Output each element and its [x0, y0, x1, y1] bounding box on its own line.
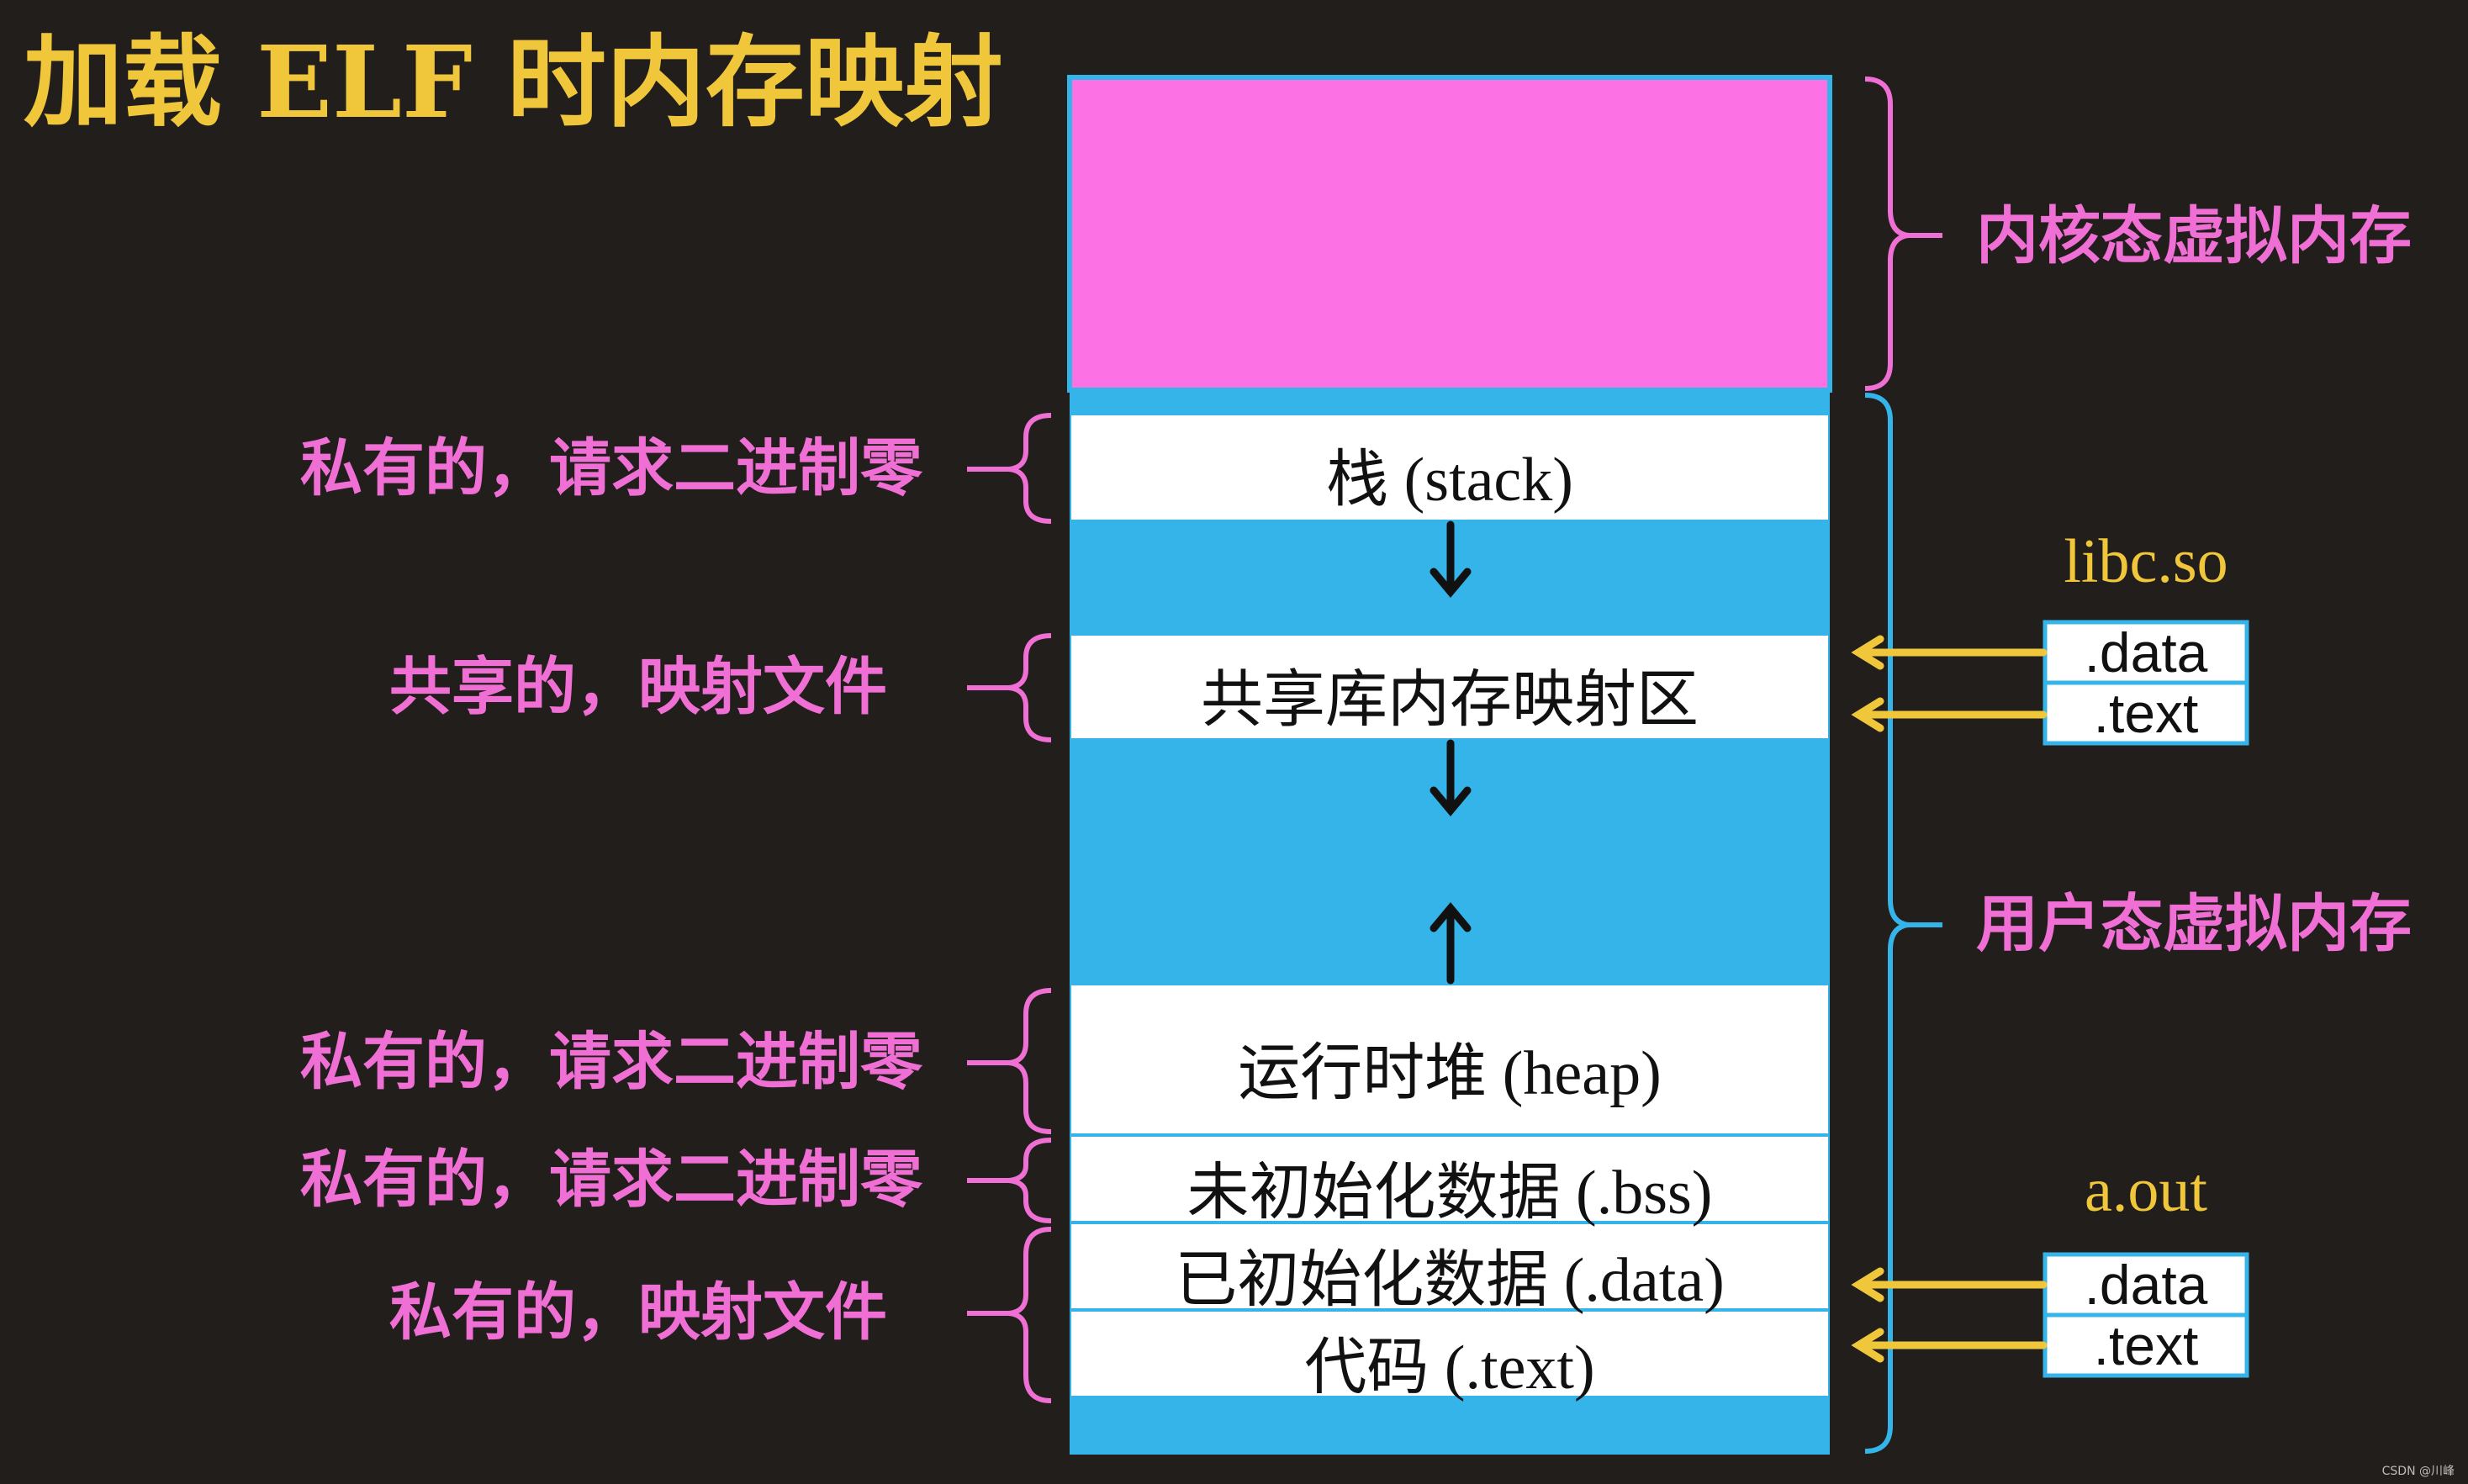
stack-brace — [967, 413, 1052, 524]
kernel-brace — [1864, 77, 1942, 391]
aout-text-label: .text — [2093, 1314, 2199, 1376]
data-text-brace — [967, 1227, 1052, 1403]
text-segment-label: 代码 (.text) — [1304, 1333, 1595, 1402]
shared-lib-segment-label: 共享库内存映射区 — [1201, 666, 1699, 735]
shared-growth-arrow — [1430, 739, 1472, 817]
stack-segment-label: 栈 (stack) — [1326, 446, 1573, 515]
stack-growth-arrow — [1430, 520, 1472, 599]
libc-data-arrow — [1851, 635, 2048, 670]
aout-label: a.out — [2085, 1156, 2207, 1225]
bss-mapping-label: 私有的，请求二进制零 — [300, 1143, 922, 1216]
bss-segment-label: 未初始化数据 (.bss) — [1186, 1159, 1713, 1228]
stack-segment — [1071, 415, 1828, 520]
heap-mapping-label: 私有的，请求二进制零 — [300, 1026, 922, 1098]
user-memory-label: 用户态虚拟内存 — [1976, 888, 2412, 960]
aout-data-label: .data — [2084, 1254, 2208, 1316]
heap-segment — [1071, 985, 1828, 1133]
aout-text-box — [2043, 1312, 2249, 1378]
libc-text-box — [2043, 680, 2249, 746]
shared-mapping-label: 共享的，映射文件 — [389, 651, 887, 723]
aout-text-arrow — [1851, 1328, 2048, 1363]
text-segment — [1071, 1312, 1828, 1396]
heap-segment-label: 运行时堆 (heap) — [1238, 1039, 1662, 1108]
shared-brace — [967, 633, 1052, 742]
data-segment-label: 已初始化数据 (.data) — [1175, 1246, 1725, 1315]
stack-mapping-label: 私有的，请求二进制零 — [300, 432, 922, 504]
data-text-mapping-label: 私有的，映射文件 — [389, 1276, 887, 1349]
bss-segment — [1071, 1137, 1828, 1221]
aout-data-arrow — [1851, 1267, 2048, 1302]
libc-text-arrow — [1851, 697, 2048, 732]
diagram-title: 加载 ELF 时内存映射 — [24, 24, 1003, 140]
user-brace — [1864, 393, 1942, 1454]
libc-text-label: .text — [2093, 682, 2199, 744]
kernel-region — [1067, 75, 1832, 393]
data-segment — [1071, 1224, 1828, 1308]
shared-lib-segment — [1071, 636, 1828, 738]
kernel-memory-label: 内核态虚拟内存 — [1976, 200, 2412, 272]
bss-brace — [967, 1138, 1052, 1223]
libc-data-label: .data — [2084, 621, 2208, 684]
watermark: CSDN @川峰 — [2381, 1465, 2455, 1478]
heap-brace — [967, 988, 1052, 1134]
libc-label: libc.so — [2064, 527, 2228, 596]
heap-growth-arrow — [1430, 901, 1472, 985]
